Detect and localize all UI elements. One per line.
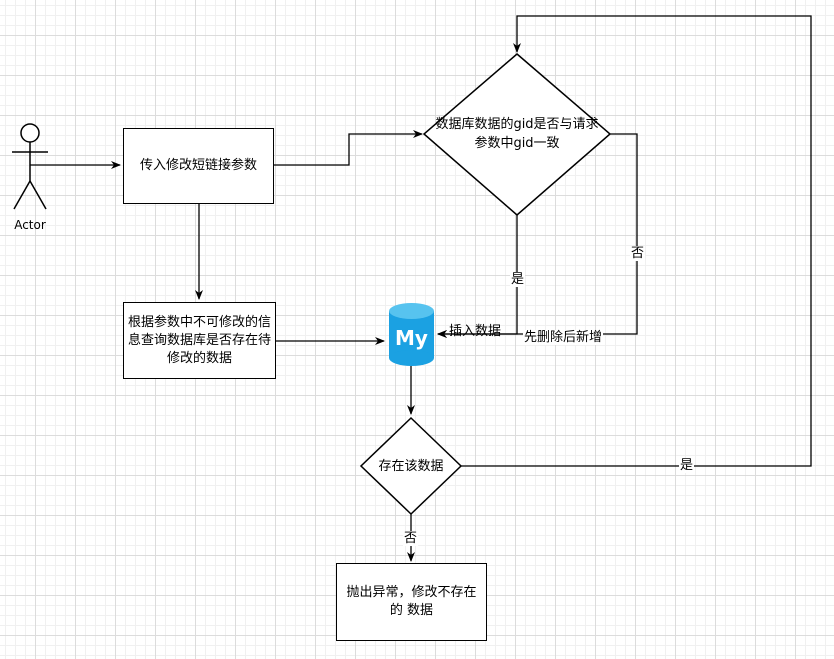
pass-params-node[interactable]: 传入修改短链接参数	[123, 128, 274, 204]
actor-figure[interactable]	[12, 123, 48, 210]
edge-pass-params-to-gid-check	[273, 130, 423, 166]
edge-label-delete-then-add: 先删除后新增	[523, 330, 604, 345]
throw-error-node[interactable]: 抛出异常，修改不存在的 数据	[336, 563, 487, 641]
edge-label-gid-no: 否	[630, 246, 646, 261]
mysql-icon-text: My	[395, 326, 428, 350]
edge-gid-yes-to-database	[437, 215, 518, 338]
edge-label-exists-yes: 是	[679, 458, 695, 473]
edge-exists-yes-loop	[461, 15, 812, 467]
edge-label-insert: 插入数据	[449, 324, 502, 339]
exists-check-text: 存在该数据	[378, 458, 444, 474]
query-db-node[interactable]: 根据参数中不可修改的信息查询数据库是否存在待修改的数据	[123, 302, 276, 379]
edge-label-gid-yes: 是	[510, 272, 526, 287]
actor-label: Actor	[14, 218, 46, 232]
gid-check-text: 数据库数据的gid是否与请求参数中gid一致	[435, 117, 599, 151]
mysql-database-icon[interactable]: My	[389, 303, 434, 366]
edge-label-exists-no: 否	[403, 531, 419, 546]
